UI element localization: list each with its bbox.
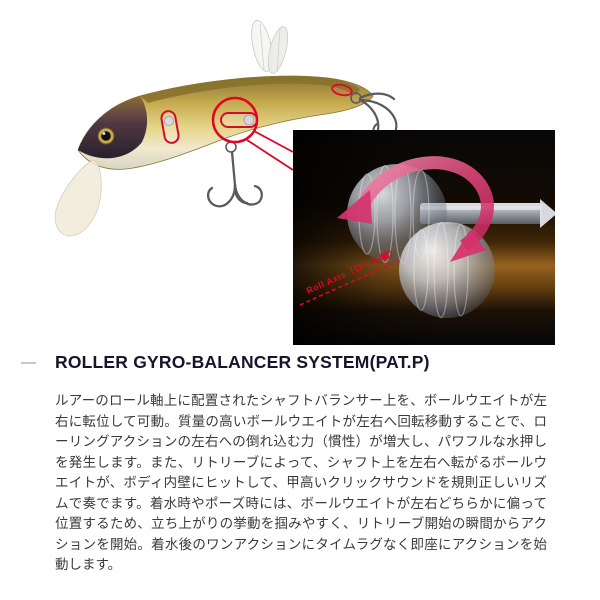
rotation-arrow bbox=[337, 156, 494, 262]
hero-figure: Roll Axis（ロール軸） bbox=[54, 20, 555, 345]
lure-head bbox=[78, 96, 148, 159]
lure-lip bbox=[54, 159, 102, 237]
lure-back-stripe bbox=[140, 76, 360, 103]
belly-treble-hook bbox=[206, 141, 263, 208]
rotation-arrowhead-right bbox=[450, 230, 486, 262]
internal-balancer-tail bbox=[331, 83, 353, 97]
margin-tick bbox=[21, 362, 36, 364]
lure-photo bbox=[54, 20, 398, 237]
rotation-arrowhead-left bbox=[337, 190, 372, 224]
dorsal-feather bbox=[251, 20, 289, 74]
internal-balancer-shaft bbox=[220, 112, 258, 128]
callout-line-bottom bbox=[246, 139, 294, 171]
internal-balancer-front bbox=[160, 110, 180, 144]
section-title: ROLLER GYRO-BALANCER SYSTEM(PAT.P) bbox=[55, 352, 430, 372]
callout-line-top bbox=[253, 130, 294, 153]
balancer-inset: Roll Axis（ロール軸） bbox=[293, 130, 555, 345]
lure-and-inset-illustration: Roll Axis（ロール軸） bbox=[54, 20, 555, 345]
lure-eye bbox=[97, 127, 115, 145]
section-body-text: ルアーのロール軸上に配置されたシャフトバランサー上を、ボールウエイトが左右に転位… bbox=[55, 393, 547, 573]
zoom-annotation-circle bbox=[211, 96, 259, 144]
roll-axis-dashed-line bbox=[299, 239, 446, 306]
